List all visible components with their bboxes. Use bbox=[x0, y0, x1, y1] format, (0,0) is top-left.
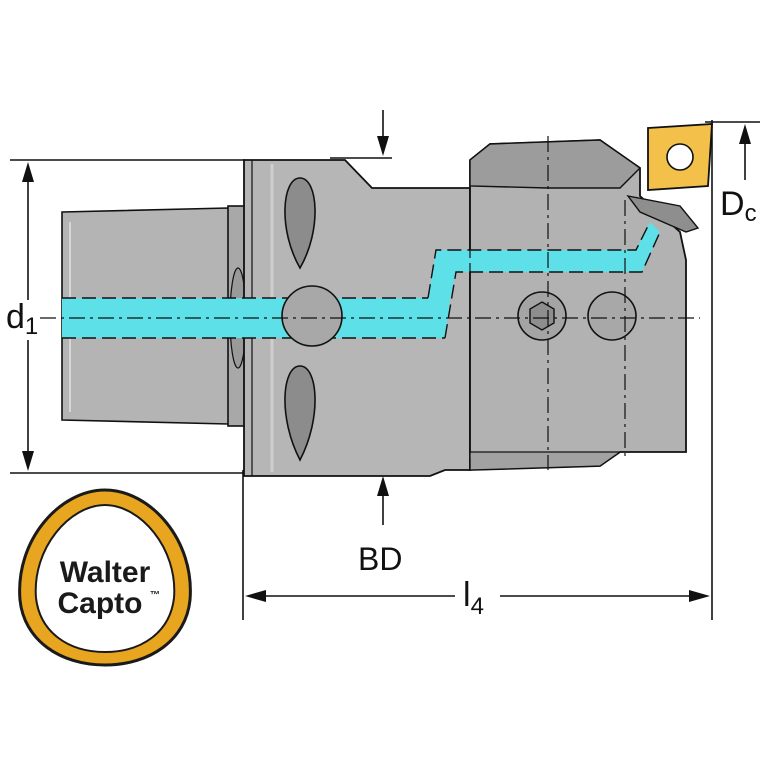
l4-arrow-right bbox=[689, 590, 710, 602]
coolant-lower-edge bbox=[444, 231, 661, 339]
d1-arrow-top bbox=[22, 162, 34, 182]
walter-capto-logo: Walter Capto ™ bbox=[18, 488, 192, 667]
holes bbox=[281, 285, 637, 347]
d1-label-sub: 1 bbox=[25, 313, 38, 340]
side-hole bbox=[587, 291, 637, 341]
drive-slot-bottom bbox=[284, 365, 316, 462]
head-lower-step bbox=[469, 451, 622, 471]
drive-slot-top bbox=[284, 177, 316, 270]
l4-label: l4 bbox=[463, 576, 484, 620]
bd-top-arrow-down bbox=[377, 136, 389, 156]
l4-arrow-left bbox=[245, 590, 266, 602]
logo-line2: Capto bbox=[58, 587, 143, 620]
insert-seat bbox=[626, 194, 700, 233]
d1-label-main: d bbox=[6, 298, 25, 336]
bd-bottom-arrow-up bbox=[377, 476, 389, 496]
logo-line1: Walter bbox=[60, 556, 151, 589]
dc-arrow-up bbox=[739, 124, 751, 144]
l4-label-main: l bbox=[463, 576, 471, 614]
head-bevel bbox=[469, 139, 642, 189]
d1-label: d1 bbox=[6, 298, 38, 340]
dimension-labels: d1 Dc BD l4 bbox=[6, 185, 757, 620]
cutting-insert bbox=[626, 123, 713, 233]
coolant-path bbox=[62, 222, 660, 338]
logo-trademark: ™ bbox=[150, 590, 160, 601]
logo-inner bbox=[34, 503, 176, 654]
dc-label-main: D bbox=[720, 185, 745, 223]
l4-label-sub: 4 bbox=[471, 593, 484, 620]
clamp-hole bbox=[281, 285, 343, 347]
insert-hole bbox=[666, 143, 694, 171]
bd-label: BD bbox=[358, 541, 402, 577]
arrow-heads bbox=[22, 124, 751, 602]
center-lines bbox=[40, 136, 700, 470]
dc-label: Dc bbox=[720, 185, 757, 227]
holder-body bbox=[243, 139, 687, 477]
coolant-upper-edge bbox=[427, 221, 651, 299]
dc-label-sub: c bbox=[745, 200, 757, 227]
hex-socket-icon bbox=[529, 301, 555, 331]
dimension-lines bbox=[10, 110, 760, 620]
d1-arrow-bottom bbox=[22, 451, 34, 471]
coolant-channel bbox=[62, 221, 661, 339]
